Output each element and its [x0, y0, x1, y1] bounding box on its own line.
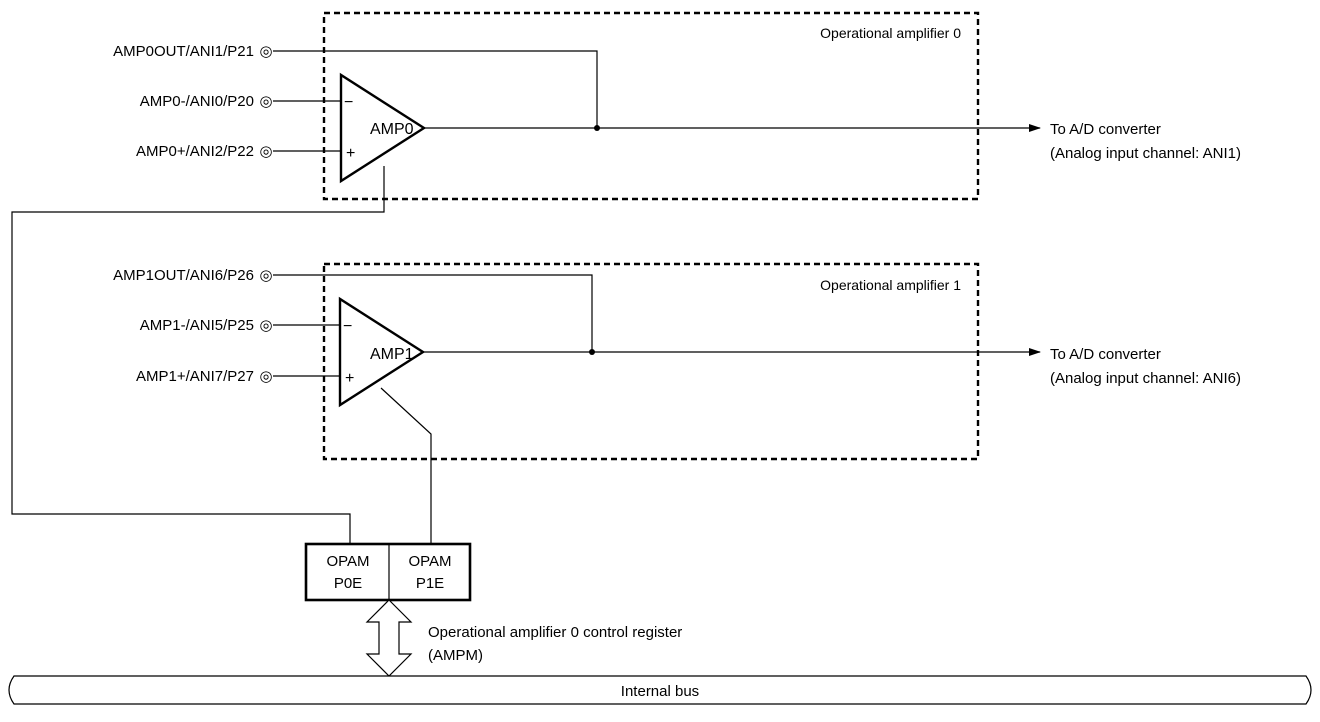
internal-bus	[8, 675, 1312, 705]
ampm-register	[304, 542, 472, 602]
opamp0-enable-bit-line2: P0E	[334, 575, 362, 592]
amp1-plus-sign: +	[345, 370, 354, 387]
amp0-minus-sign: −	[344, 94, 353, 111]
pin-icon-amp0-out: ◎	[259, 43, 272, 60]
pin-icon-amp1-out: ◎	[259, 267, 272, 284]
pin-icon-amp0-plus: ◎	[259, 143, 272, 160]
amp1-enable-wire	[380, 387, 432, 544]
pin-icon-amp0-minus: ◎	[259, 93, 272, 110]
pin-label-amp0-out: AMP0OUT/ANI1/P21	[113, 43, 254, 60]
amp0-triangle	[339, 72, 427, 184]
amp0-feedback-wire	[273, 50, 598, 127]
amp0-output-dest: To A/D converter	[1050, 121, 1161, 138]
opamp0-title: Operational amplifier 0	[820, 25, 961, 41]
register-bus-arrow	[365, 599, 413, 677]
pin-label-amp1-plus: AMP1+/ANI7/P27	[136, 368, 254, 385]
opamp1-boundary	[322, 262, 980, 461]
pin-label-amp0-minus: AMP0-/ANI0/P20	[140, 93, 254, 110]
amp0-junction	[594, 125, 600, 131]
pin-icon-amp1-minus: ◎	[259, 317, 272, 334]
pin-label-amp1-minus: AMP1-/ANI5/P25	[140, 317, 254, 334]
pin-icon-amp1-plus: ◎	[259, 368, 272, 385]
amp1-junction	[589, 349, 595, 355]
register-name: Operational amplifier 0 control register	[428, 624, 682, 641]
amp0-output-channel: (Analog input channel: ANI1)	[1050, 145, 1241, 162]
amp0-plus-sign: +	[346, 145, 355, 162]
register-abbr: (AMPM)	[428, 647, 483, 664]
pin-label-amp0-plus: AMP0+/ANI2/P22	[136, 143, 254, 160]
amp1-output-dest: To A/D converter	[1050, 346, 1161, 363]
amp1-output-channel: (Analog input channel: ANI6)	[1050, 370, 1241, 387]
opamp1-title: Operational amplifier 1	[820, 277, 961, 293]
amp1-feedback-wire	[273, 274, 593, 352]
internal-bus-label: Internal bus	[621, 683, 699, 700]
opamp0-enable-bit-line1: OPAM	[326, 553, 369, 570]
pin-label-amp1-out: AMP1OUT/ANI6/P26	[113, 267, 254, 284]
amp0-label: AMP0	[370, 121, 414, 138]
amp1-minus-sign: −	[343, 318, 352, 335]
amp1-triangle	[338, 296, 426, 408]
opamp1-enable-bit-line2: P1E	[416, 575, 444, 592]
amp0-enable-wire	[11, 166, 385, 544]
opamp1-enable-bit-line1: OPAM	[408, 553, 451, 570]
amp1-label: AMP1	[370, 346, 414, 363]
